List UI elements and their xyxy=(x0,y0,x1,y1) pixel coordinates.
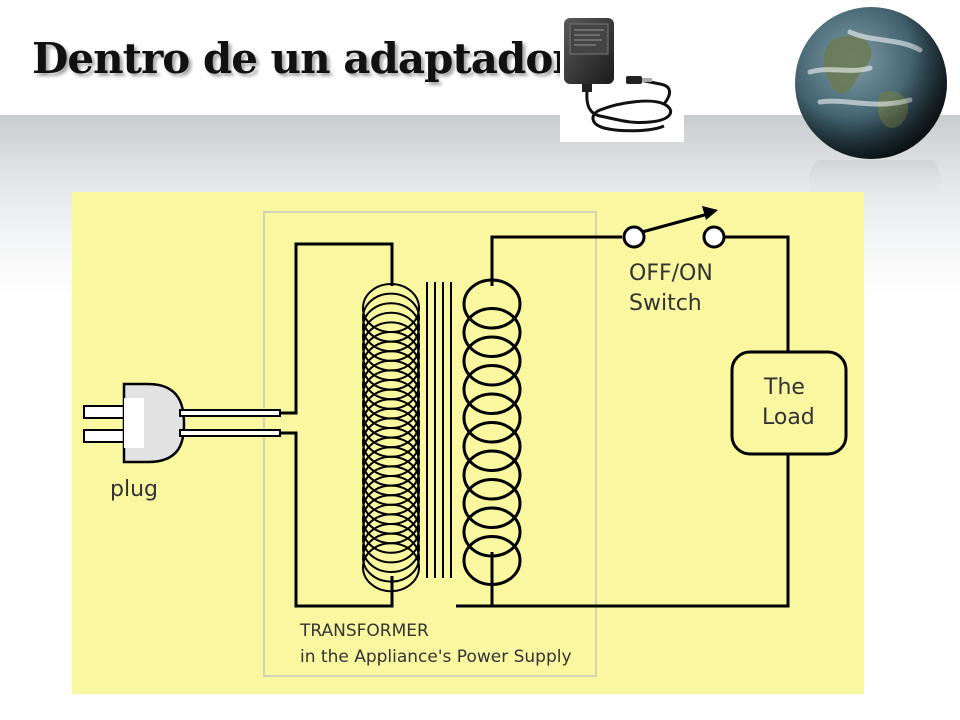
transformer-label-line2: in the Appliance's Power Supply xyxy=(300,647,572,667)
primary-coil xyxy=(362,283,420,593)
secondary-coil-turn xyxy=(462,364,522,415)
primary-coil-turn xyxy=(362,542,420,593)
load-label-line1: The xyxy=(763,375,805,400)
plug-icon xyxy=(83,382,281,464)
off-on-switch xyxy=(622,206,726,249)
ac-adapter-icon xyxy=(564,18,673,133)
transformer-label-line1: TRANSFORMER xyxy=(299,621,429,641)
primary-coil-turn xyxy=(362,513,420,564)
secondary-coil xyxy=(462,278,522,586)
transformer-core xyxy=(426,282,452,578)
secondary-wiring xyxy=(456,235,790,608)
secondary-coil-turn xyxy=(462,421,522,472)
secondary-coil-turn xyxy=(462,335,522,387)
slide-title: Dentro de un adaptador xyxy=(32,34,575,83)
globe-icon xyxy=(795,7,947,159)
circuit-svg: OFF/ON Switch The Load plug TRANSFORMER … xyxy=(72,192,864,694)
adapter-circuit-diagram: OFF/ON Switch The Load plug TRANSFORMER … xyxy=(72,192,864,694)
switch-arrow-icon xyxy=(702,206,718,220)
secondary-coil-turn xyxy=(462,478,522,529)
transformer-enclosure xyxy=(263,211,597,677)
switch-label-line1: OFF/ON xyxy=(629,261,713,286)
adapter-photo xyxy=(560,14,684,142)
secondary-coil-turn xyxy=(462,449,522,501)
secondary-coil-turn xyxy=(462,392,522,444)
plug-label: plug xyxy=(110,477,158,502)
primary-coil-turn xyxy=(362,523,420,573)
secondary-coil-turn xyxy=(462,307,522,358)
primary-coil-turn xyxy=(362,532,420,583)
primary-coil-turn xyxy=(362,503,420,554)
switch-label-line2: Switch xyxy=(629,291,702,316)
load-label-line2: Load xyxy=(762,405,815,430)
load-box xyxy=(730,350,848,456)
globe xyxy=(790,2,952,164)
primary-wiring xyxy=(280,242,394,608)
